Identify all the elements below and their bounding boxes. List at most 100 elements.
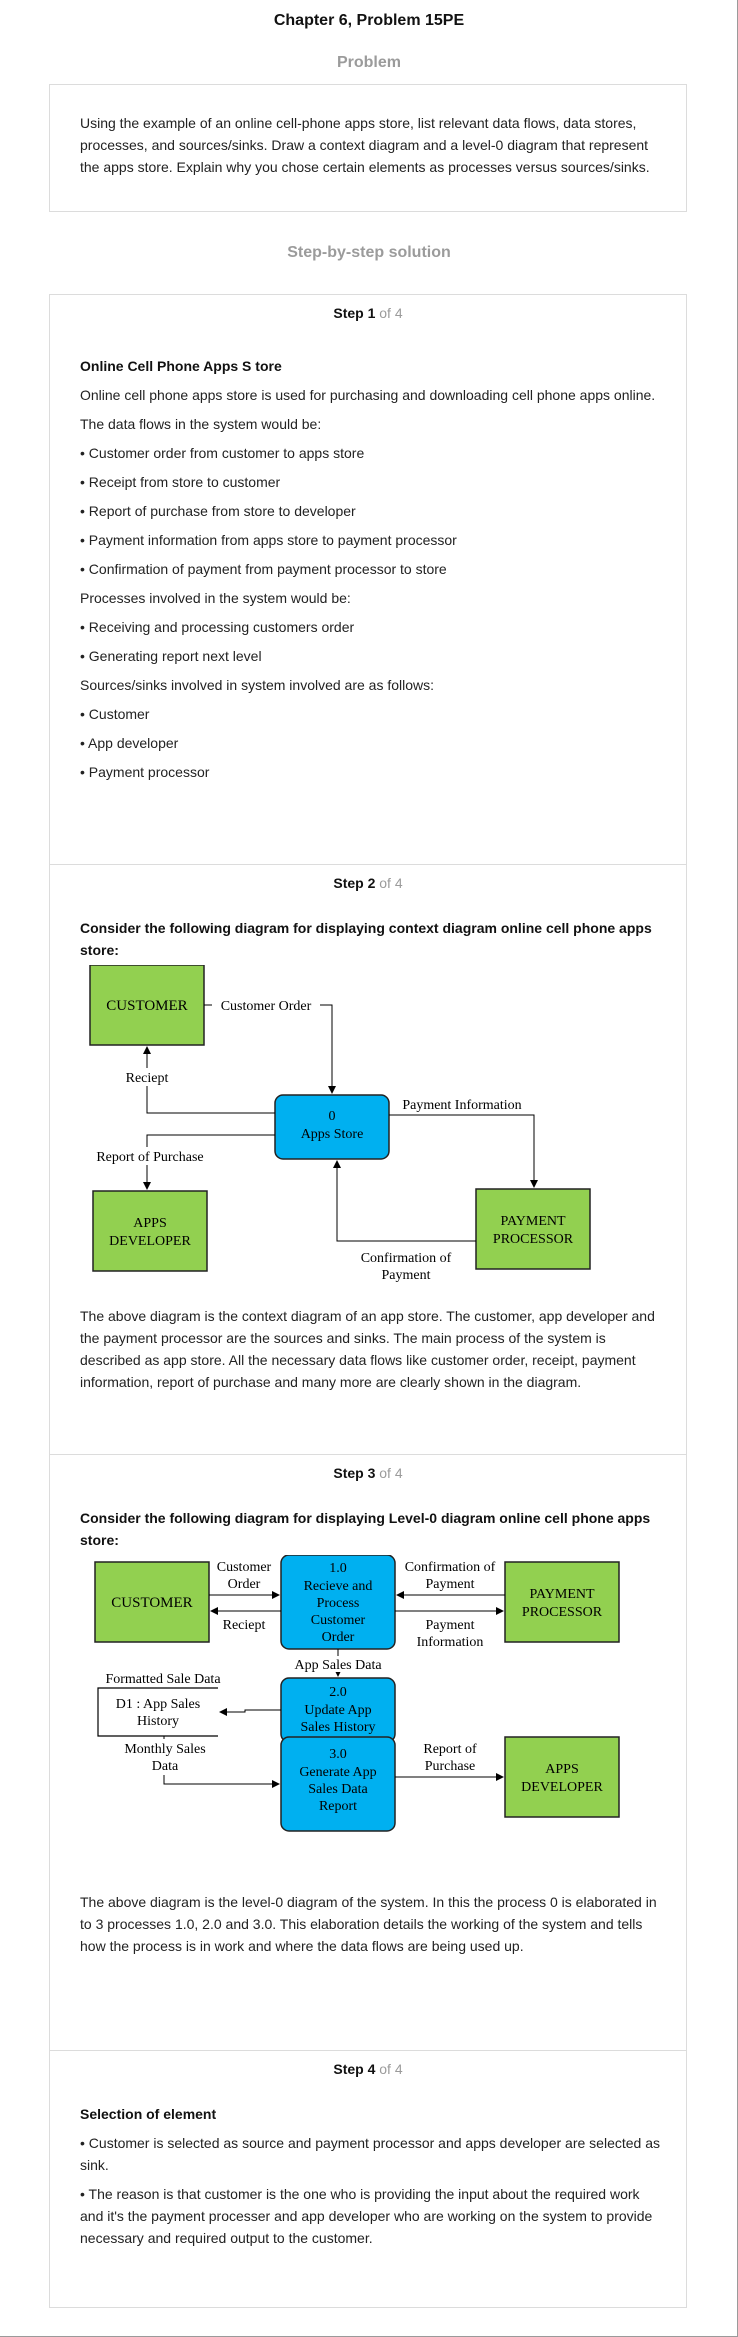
payment-processor-label: PAYMENT: [529, 1587, 595, 1602]
payment-processor-label: PAYMENT: [500, 1214, 566, 1229]
flow-confirmation-label: Payment: [382, 1268, 431, 1283]
problem-text: Using the example of an online cell-phon…: [80, 115, 650, 175]
payment-processor-label: PROCESSOR: [522, 1605, 603, 1620]
step-3-label: Step 3: [333, 1465, 376, 1481]
step-1-line: • Receiving and processing customers ord…: [80, 619, 355, 635]
customer-entity: [94, 1561, 210, 1643]
flow-app-sales-label: App Sales Data: [294, 1658, 382, 1673]
apps-developer-label: APPS: [545, 1762, 578, 1777]
flow-payment-info-label: Payment Information: [402, 1098, 521, 1113]
solution-box: Step 1 of 4 Online Cell Phone Apps S tor…: [49, 294, 687, 2308]
step-1-line: • Receipt from store to customer: [80, 474, 281, 490]
step-1-title: Online Cell Phone Apps S tore: [80, 358, 282, 374]
process-1-0-label: Process: [317, 1596, 360, 1611]
step-4-label: Step 4: [333, 2061, 376, 2077]
flow-monthly-label: Monthly Sales: [124, 1742, 205, 1757]
flow-customer-order-label: Order: [228, 1577, 261, 1592]
apps-developer-entity: [92, 1190, 208, 1272]
apps-developer-label: APPS: [133, 1216, 166, 1231]
step-divider: [50, 864, 686, 865]
step-2-title-block: Consider the following diagram for displ…: [80, 917, 660, 961]
flow-report-label: Report of: [423, 1742, 477, 1757]
step-2-text: The above diagram is the context diagram…: [80, 1308, 655, 1390]
step-4-of: of 4: [379, 2061, 403, 2077]
process-3-0-box: [280, 1736, 396, 1832]
step-1-line: • Confirmation of payment from payment p…: [80, 561, 447, 577]
apps-developer-label: DEVELOPER: [521, 1780, 603, 1795]
flow-formatted-sale-data-arrow: [219, 1708, 281, 1716]
step-1: Step 1 of 4 Online Cell Phone Apps S tor…: [50, 295, 686, 865]
process-3-0-id: 3.0: [329, 1747, 347, 1762]
apps-developer-label: DEVELOPER: [109, 1234, 191, 1249]
solution-heading: Step-by-step solution: [287, 244, 451, 261]
payment-processor-entity: [504, 1561, 620, 1643]
customer-label: CUSTOMER: [111, 1595, 192, 1611]
process-2-0-label: Update App: [304, 1703, 371, 1718]
step-2-of: of 4: [379, 875, 403, 891]
step-4-line: • The reason is that customer is the one…: [80, 2186, 653, 2246]
step-1-line: • Report of purchase from store to devel…: [80, 503, 356, 519]
step-1-line: • Payment processor: [80, 764, 210, 780]
step-1-line: The data flows in the system would be:: [80, 416, 322, 432]
step-1-line: • App developer: [80, 735, 179, 751]
flow-payment-info-label: Payment: [426, 1618, 475, 1633]
step-4-line: • Customer is selected as source and pay…: [80, 2135, 660, 2173]
process-3-0-label: Report: [319, 1799, 357, 1814]
step-2-label: Step 2: [333, 875, 376, 891]
apps-store-label: Apps Store: [301, 1127, 364, 1142]
process-1-0-label: Recieve and: [304, 1579, 373, 1594]
flow-report-of-purchase: [143, 1134, 275, 1190]
flow-confirmation-label: Payment: [426, 1577, 475, 1592]
step-1-content: Online Cell Phone Apps S tore Online cel…: [80, 355, 660, 783]
flow-receipt-label: Reciept: [223, 1618, 266, 1633]
problem-heading: Problem: [336, 54, 401, 71]
process-1-0-id: 1.0: [329, 1561, 347, 1576]
step-1-label: Step 1: [333, 305, 376, 321]
flow-payment-information: [389, 1114, 538, 1188]
step-1-line: • Payment information from apps store to…: [80, 532, 457, 548]
step-divider: [50, 1454, 686, 1455]
apps-store-process: [274, 1094, 390, 1160]
flow-customer-order-label: Customer Order: [221, 999, 312, 1014]
step-3: Step 3 of 4 Consider the following diagr…: [50, 1455, 686, 2051]
context-diagram: CUSTOMER 0 Apps Store APPS DEVELOPER PAY…: [89, 965, 591, 1283]
flow-formatted-label: Formatted Sale Data: [105, 1672, 221, 1687]
step-3-header: Step 3 of 4: [50, 1465, 686, 1481]
flow-report-label: Report of Purchase: [96, 1150, 203, 1165]
step-4-content: Selection of element • Customer is selec…: [80, 2103, 660, 2249]
customer-label: CUSTOMER: [106, 998, 187, 1014]
flow-monthly-label: Data: [152, 1759, 179, 1774]
step-3-title: Consider the following diagram for displ…: [80, 1510, 651, 1548]
flow-customer-order-label: Customer: [217, 1560, 272, 1575]
step-4-title: Selection of element: [80, 2106, 217, 2122]
step-3-title-block: Consider the following diagram for displ…: [80, 1507, 660, 1551]
apps-store-id: 0: [329, 1109, 336, 1124]
flow-payment-info-label: Information: [417, 1635, 484, 1650]
process-2-0-id: 2.0: [329, 1685, 347, 1700]
step-4-header: Step 4 of 4: [50, 2061, 686, 2077]
step-1-line: • Generating report next level: [80, 648, 262, 664]
flow-report-label: Purchase: [425, 1759, 476, 1774]
flow-customer-order: [204, 1004, 336, 1094]
step-3-of: of 4: [379, 1465, 403, 1481]
process-3-0-label: Generate App: [299, 1765, 376, 1780]
level-0-diagram: CUSTOMER PAYMENT PROCESSOR APPS DEVELOPE…: [94, 1555, 620, 1832]
process-1-0-label: Order: [322, 1630, 355, 1645]
process-1-0-label: Customer: [311, 1613, 366, 1628]
step-1-line: • Customer order from customer to apps s…: [80, 445, 365, 461]
step-1-line: Online cell phone apps store is used for…: [80, 387, 656, 403]
flow-confirmation-label: Confirmation of: [405, 1560, 496, 1575]
data-store-d1-label: D1 : App Sales: [116, 1697, 200, 1712]
process-2-0-label: Sales History: [300, 1720, 375, 1735]
payment-processor-entity: [475, 1188, 591, 1270]
process-3-0-label: Sales Data: [308, 1782, 368, 1797]
step-2: Step 2 of 4 Consider the following diagr…: [50, 865, 686, 1455]
step-1-line: Sources/sinks involved in system involve…: [80, 677, 435, 693]
step-1-line: • Customer: [80, 706, 150, 722]
page-title: Chapter 6, Problem 15PE: [273, 12, 465, 29]
flow-confirmation-of-payment: [333, 1160, 476, 1242]
data-store-d1: [97, 1687, 218, 1737]
step-3-text: The above diagram is the level-0 diagram…: [80, 1894, 657, 1954]
data-store-d1-label: History: [137, 1714, 179, 1729]
step-4: Step 4 of 4 Selection of element • Custo…: [50, 2051, 686, 2307]
